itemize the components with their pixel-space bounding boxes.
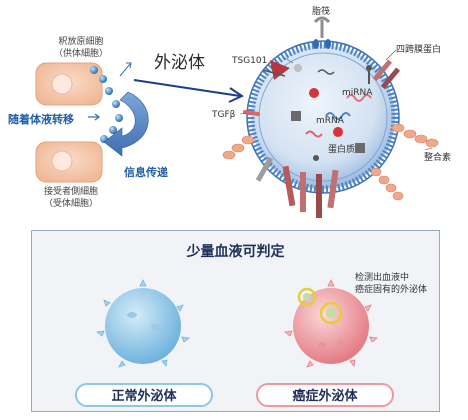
recipient-cell [35, 141, 103, 183]
mirna-label: miRNA [342, 88, 373, 98]
integrin-label: 整合素 [424, 153, 452, 163]
bottom-receptors [255, 156, 339, 218]
exosome-comparison-graphic [96, 279, 378, 368]
tetraspanin-label: 四跨膜蛋白 [396, 45, 442, 55]
blood-test-panel: 少量血液可判定 检测出血液中 癌症固有的外泌体 [31, 230, 440, 412]
curved-arrow-icon [103, 91, 149, 157]
cancer-note-line2: 癌症固有的外泌体 [355, 285, 428, 295]
release-arrow-icon [119, 63, 131, 77]
recipient-cell-label: 接受者側細胞 （受体細胞） [31, 186, 111, 210]
normal-exosome-label: 正常外泌体 [75, 383, 213, 407]
donor-cell-label: 釈放原細胞 （供体細胞） [42, 36, 120, 60]
recipient-cell-label-line2: （受体細胞） [43, 199, 98, 209]
internal-contents [291, 64, 372, 161]
recipient-nucleus [51, 150, 73, 172]
long-arrow-icon [133, 79, 241, 97]
protein-label: 蛋白质 [328, 145, 356, 155]
integrin-chain [391, 123, 439, 148]
tgf-label: TGFβ [212, 110, 236, 120]
cancer-exosome [284, 279, 378, 368]
highlight-ring-icon [297, 287, 317, 307]
donor-cell-label-line2: （供体細胞） [53, 49, 108, 59]
exosome-title: 外泌体 [154, 53, 205, 73]
integrin-chain-bottom [370, 167, 404, 201]
integrin-chain-left [222, 135, 255, 160]
tgf-beta-marker [243, 110, 260, 116]
donor-nucleus [51, 73, 73, 95]
released-exosome-dots [90, 66, 123, 143]
tsg101-marker [270, 60, 290, 80]
mrna-label: mRNA [316, 116, 344, 126]
big-exosome [222, 16, 439, 218]
cancer-exosome-label: 癌症外泌体 [256, 383, 394, 407]
lipid-label: 脂筏 [312, 7, 331, 17]
panel-title: 少量血液可判定 [186, 244, 285, 260]
donor-cell [35, 62, 103, 106]
tetraspanin [372, 59, 401, 90]
highlight-ring-icon-2 [319, 301, 343, 325]
recipient-cell-label-line1: 接受者側細胞 [43, 187, 98, 197]
exosome-diagram [35, 16, 439, 218]
normal-exosome [96, 279, 190, 368]
tsg101-label: TSG101 [232, 56, 268, 66]
transfer-label: 随着体液转移 [8, 113, 74, 126]
signal-label: 信息传递 [124, 166, 168, 179]
donor-cell-label-line1: 釈放原細胞 [58, 37, 104, 47]
cancer-note-line1: 检测出血液中 [355, 273, 410, 283]
lipid-raft [313, 16, 331, 49]
cancer-note: 检测出血液中 癌症固有的外泌体 [355, 272, 427, 296]
